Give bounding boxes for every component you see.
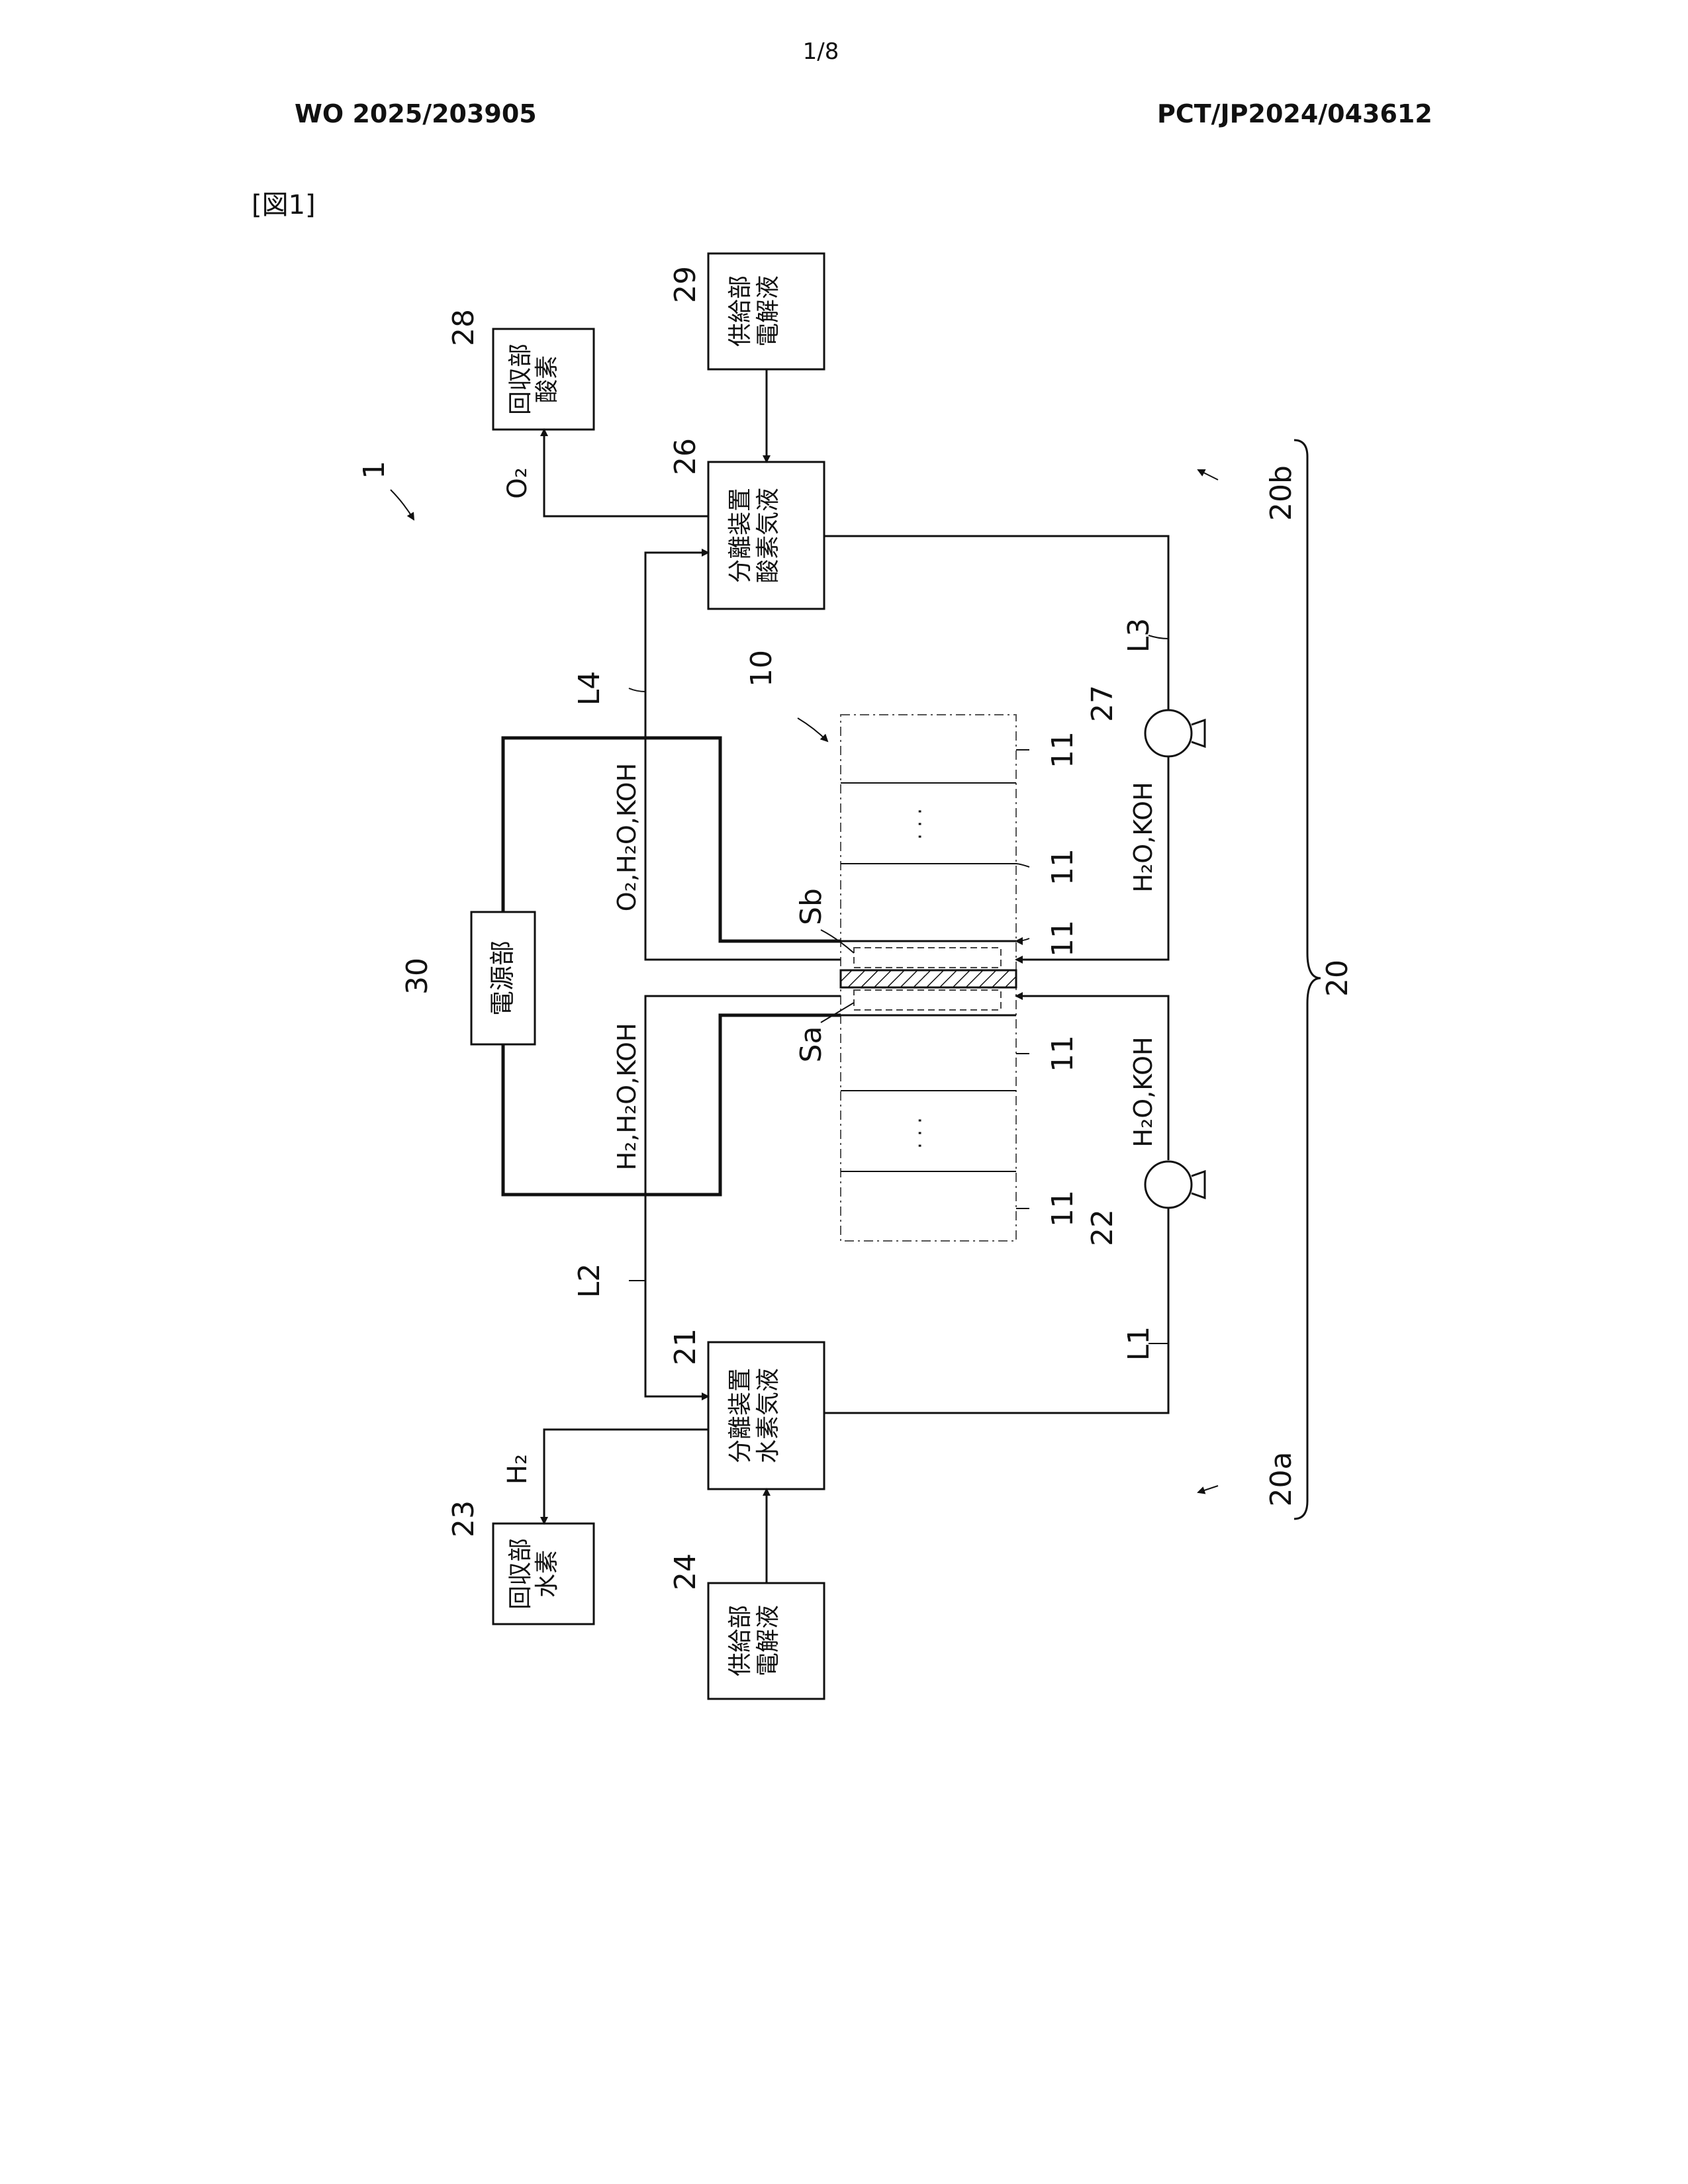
box-23-line1: 水素	[534, 1550, 561, 1598]
oxygen-out-stream: O₂,H₂O,KOH	[612, 763, 641, 911]
leader-20b	[1198, 470, 1218, 480]
leader-20a	[1198, 1486, 1218, 1492]
power-supply-box-30: 電源部	[471, 912, 535, 1044]
box-29-line2: 供給部	[727, 275, 754, 347]
ref-23: 23	[447, 1500, 481, 1537]
electrolyte-supply-box-24: 電解液 供給部	[708, 1583, 824, 1699]
box-23-line2: 回収部	[507, 1538, 534, 1610]
box-26-line1: 酸素気液	[755, 488, 782, 583]
ref-21: 21	[669, 1328, 702, 1365]
stack-ellipsis-top: · · ·	[909, 808, 932, 840]
ref-10: 10	[745, 650, 778, 687]
line-l3-label: L3	[1122, 618, 1156, 653]
ref-28: 28	[447, 309, 481, 346]
box-24-line1: 電解液	[755, 1605, 782, 1676]
leader-l4	[629, 688, 645, 692]
stack-ellipsis-bottom: · · ·	[909, 1117, 932, 1149]
ref-24: 24	[669, 1553, 702, 1590]
ref-11-e: 11	[1046, 1190, 1080, 1227]
oxygen-recovery-box-28: 酸素 回収部	[493, 329, 594, 430]
box-21-line2: 分離装置	[727, 1368, 754, 1463]
box-28-line2: 回収部	[507, 343, 534, 415]
power-supply-label: 電源部	[488, 940, 517, 1016]
box-24-line2: 供給部	[727, 1605, 754, 1676]
h2-outlet	[544, 1430, 708, 1524]
electrolyte-supply-box-29: 電解液 供給部	[708, 253, 824, 369]
leader-11b	[1016, 864, 1029, 867]
ref-11-c: 11	[1046, 920, 1080, 957]
oxygen-separator-box-26: 酸素気液 分離装置	[708, 462, 824, 609]
ref-20b: 20b	[1264, 465, 1298, 521]
ref-11-d: 11	[1046, 1035, 1080, 1072]
box-28-line1: 酸素	[534, 355, 561, 403]
oxygen-return-stream: H₂O,KOH	[1129, 782, 1158, 892]
ref-1: 1	[357, 461, 391, 479]
hydrogen-separator-box-21: 水素気液 分離装置	[708, 1342, 824, 1489]
ref-30: 30	[400, 958, 434, 995]
o2-gas-label: O₂	[502, 467, 533, 499]
power-wiring	[503, 738, 841, 1195]
leader-11c	[1016, 938, 1029, 941]
ref-11-b: 11	[1046, 848, 1080, 886]
line-l4-label: L4	[573, 671, 606, 706]
ref-26: 26	[669, 438, 702, 475]
ref-27: 27	[1086, 685, 1119, 722]
hydrogen-recovery-box-23: 水素 回収部	[493, 1524, 594, 1624]
leader-10	[798, 718, 827, 741]
leader-1	[391, 490, 414, 520]
line-l2-label: L2	[573, 1263, 606, 1298]
electrolyzer-stack: · · · · · ·	[841, 715, 1016, 1241]
box-21-line1: 水素気液	[755, 1368, 782, 1463]
subsystem-brace	[1294, 440, 1321, 1519]
pump-27	[1145, 710, 1205, 756]
ref-29: 29	[669, 266, 702, 303]
ref-11-a: 11	[1046, 731, 1080, 768]
hydrogen-out-stream: H₂,H₂O,KOH	[612, 1023, 641, 1170]
pump-22	[1145, 1161, 1205, 1208]
region-sa-label: Sa	[794, 1026, 828, 1063]
line-l3-pipe	[824, 536, 1168, 710]
line-l1-label: L1	[1122, 1326, 1156, 1361]
ref-22: 22	[1086, 1209, 1119, 1246]
box-26-line2: 分離装置	[727, 488, 754, 583]
ref-20a: 20a	[1264, 1452, 1298, 1507]
hydrogen-return-stream: H₂O,KOH	[1129, 1036, 1158, 1147]
box-29-line1: 電解液	[755, 275, 782, 347]
region-sb-label: Sb	[794, 888, 828, 925]
h2-gas-label: H₂	[502, 1454, 533, 1484]
ref-20: 20	[1321, 960, 1354, 997]
